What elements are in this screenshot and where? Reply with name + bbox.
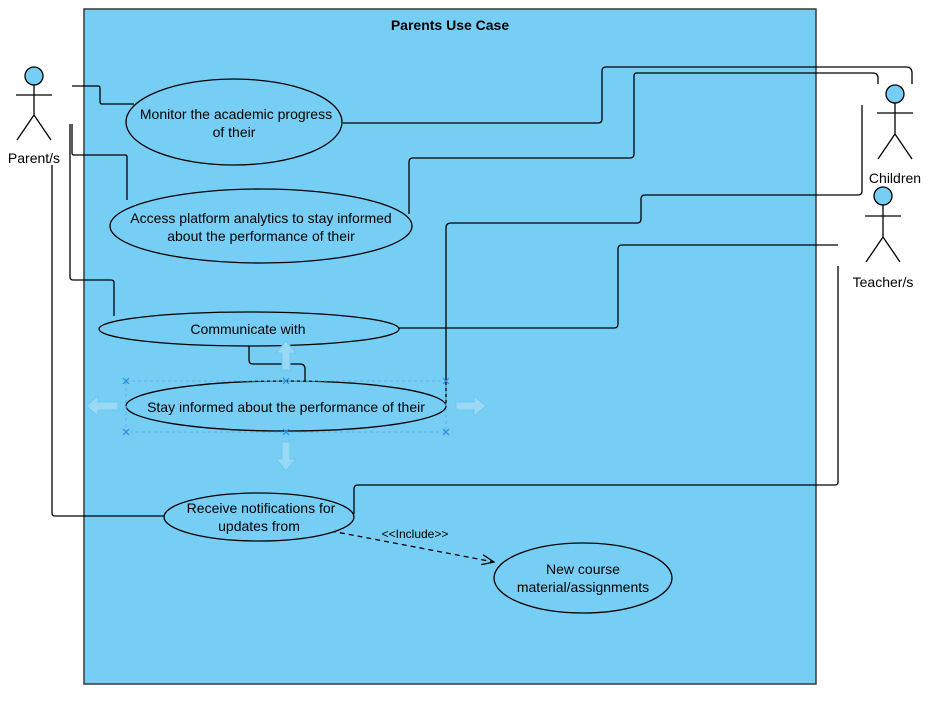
use-case-communicate[interactable]: Communicate with: [98, 311, 400, 347]
use-case-stay-informed[interactable]: Stay informed about the performance of t…: [125, 380, 447, 432]
use-case-communicate-line1: Communicate with: [190, 321, 305, 337]
use-case-stay-informed-line1: Stay informed about the performance of t…: [147, 399, 425, 415]
connector-parent-communicate[interactable]: [69, 124, 115, 316]
use-case-analytics-line2: about the performance of their: [167, 228, 355, 244]
use-case-notifications-line2: updates from: [218, 518, 300, 534]
use-case-notifications-line1: Receive notifications for: [187, 500, 336, 516]
connector-analytics-children[interactable]: [408, 72, 879, 214]
selection-box: [122, 377, 450, 436]
connector-stay-informed-children[interactable]: [445, 105, 863, 404]
use-case-notifications[interactable]: Receive notifications for updates from: [163, 492, 355, 542]
actor-teacher[interactable]: Teacher/s: [853, 186, 914, 290]
connector-parent-monitor[interactable]: [72, 85, 134, 105]
actor-parent[interactable]: Parent/s: [8, 66, 60, 166]
use-case-new-material-line1: New course: [546, 561, 620, 577]
connector-communicate-teacher[interactable]: [398, 244, 838, 329]
move-arrow-up[interactable]: [274, 340, 298, 371]
selection-hints: [85, 340, 487, 472]
use-case-monitor-line2: of their: [213, 124, 256, 140]
actor-parent-label: Parent/s: [8, 150, 60, 166]
actor-children-label: Children: [869, 170, 921, 186]
move-arrow-right[interactable]: [455, 394, 487, 418]
connector-parent-analytics[interactable]: [71, 124, 128, 200]
system-title: Parents Use Case: [391, 17, 510, 33]
actor-teacher-label: Teacher/s: [853, 274, 914, 290]
use-case-monitor-line1: Monitor the academic progress: [140, 106, 332, 122]
include-arrow[interactable]: [330, 530, 494, 562]
move-arrow-down[interactable]: [274, 441, 298, 472]
actor-children[interactable]: Children: [869, 84, 921, 186]
connector-notifications-teacher[interactable]: [353, 266, 839, 514]
use-case-monitor[interactable]: Monitor the academic progress of their: [125, 78, 343, 166]
connector-parent-notifications[interactable]: [51, 165, 164, 517]
move-arrow-left[interactable]: [85, 394, 119, 418]
use-case-new-material-line2: material/assignments: [517, 579, 649, 595]
connector-communicate-stay-informed[interactable]: [248, 346, 306, 382]
use-case-analytics-line1: Access platform analytics to stay inform…: [130, 210, 391, 226]
use-case-new-material[interactable]: New course material/assignments: [493, 542, 673, 614]
connector-monitor-children[interactable]: [343, 66, 913, 124]
include-label: <<Include>>: [382, 527, 449, 541]
use-case-analytics[interactable]: Access platform analytics to stay inform…: [109, 188, 413, 264]
